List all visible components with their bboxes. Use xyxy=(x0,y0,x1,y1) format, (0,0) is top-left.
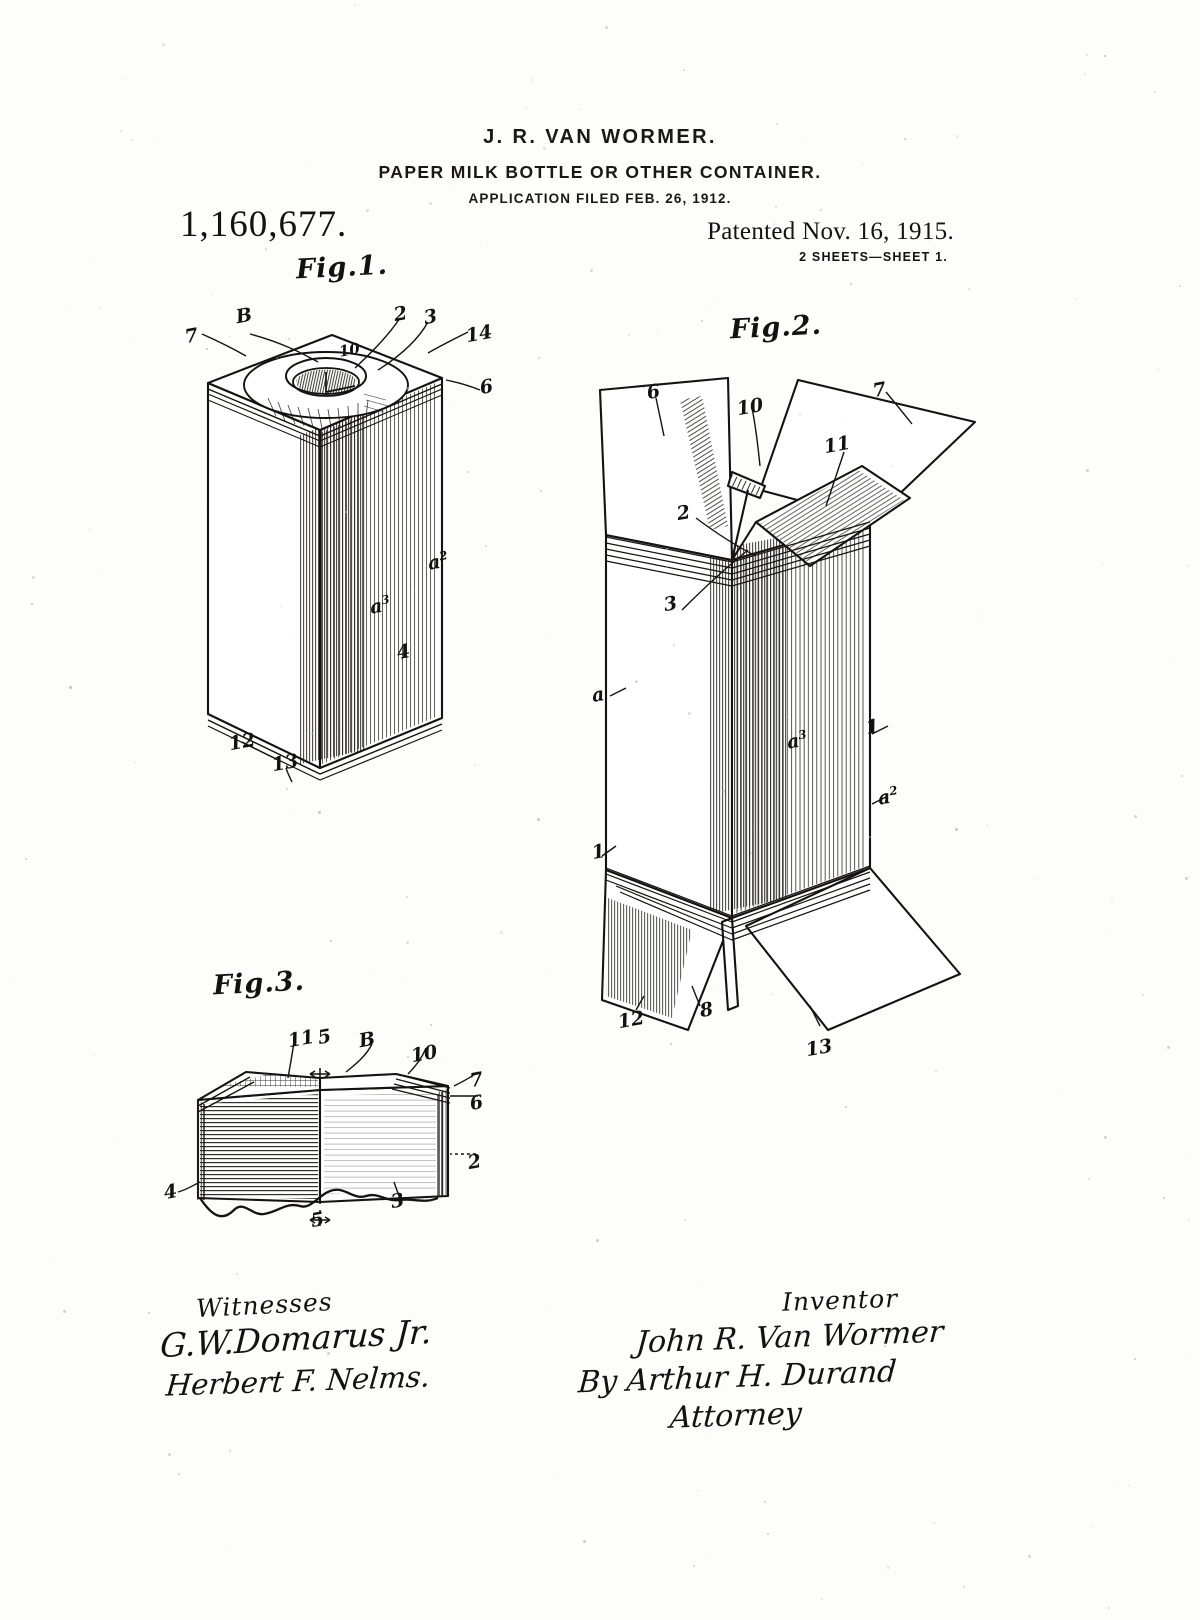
fig3-ref-5-top: 5 xyxy=(316,1025,333,1049)
fig2-ref-12: 12 xyxy=(616,1006,647,1034)
witness-signature-2: Herbert F. Nelms. xyxy=(164,1359,432,1403)
fig1-ref-10: 10 xyxy=(337,339,362,361)
attorney-label: Attorney xyxy=(668,1396,803,1436)
fig1-ref-14: 14 xyxy=(464,320,495,348)
figure-3-drawing xyxy=(177,1041,479,1226)
header-patent-title: PAPER MILK BOTTLE OR OTHER CONTAINER. xyxy=(378,162,822,182)
fig1-ref-B: B xyxy=(234,303,254,329)
figure-3-caption: Fig.3. xyxy=(212,965,306,1002)
header-application-date: APPLICATION FILED FEB. 26, 1912. xyxy=(468,191,732,206)
fig1-ref-a3-text: a3 xyxy=(368,592,391,619)
fig2-ref-a3-text: a3 xyxy=(785,727,808,754)
fig2-ref-13: 13 xyxy=(804,1034,835,1062)
fig2-ref-a2: a2 xyxy=(876,783,900,810)
inventor-label: Inventor xyxy=(781,1283,899,1317)
patent-number: 1,160,677. xyxy=(180,204,348,245)
witness-signature-block: Witnesses G.W.Domarus Jr. Herbert F. Nel… xyxy=(159,1287,433,1403)
patent-grant-date: Patented Nov. 16, 1915. xyxy=(707,218,954,245)
fig2-ref-11: 11 xyxy=(822,431,853,459)
fig2-ref-a2-text: a2 xyxy=(876,783,899,810)
fig3-ref-10: 10 xyxy=(409,1040,440,1068)
fig2-ref-10: 10 xyxy=(735,393,766,421)
figure-2-drawing xyxy=(598,376,977,1032)
fig1-ref-a2: a2 xyxy=(426,548,450,575)
header-inventor-name: J. R. VAN WORMER. xyxy=(483,126,717,148)
figure-2-caption: Fig.2. xyxy=(729,309,823,346)
fig1-ref-13: 13 xyxy=(270,749,301,777)
figure-1-drawing xyxy=(201,317,481,783)
fig1-ref-12: 12 xyxy=(227,728,258,756)
sheet-count-label: 2 SHEETS—SHEET 1. xyxy=(799,250,948,264)
fig1-ref-a2-text: a2 xyxy=(426,548,449,575)
fig1-ref-a3: a3 xyxy=(368,592,392,619)
figure-1-caption: Fig.1. xyxy=(295,249,389,286)
fig3-ref-11: 11 xyxy=(286,1025,317,1053)
fig2-ref-a3: a3 xyxy=(785,727,809,754)
inventor-signature-block: Inventor John R. Van Wormer By Arthur H.… xyxy=(570,1283,945,1436)
fig3-ref-B: B xyxy=(357,1027,377,1053)
